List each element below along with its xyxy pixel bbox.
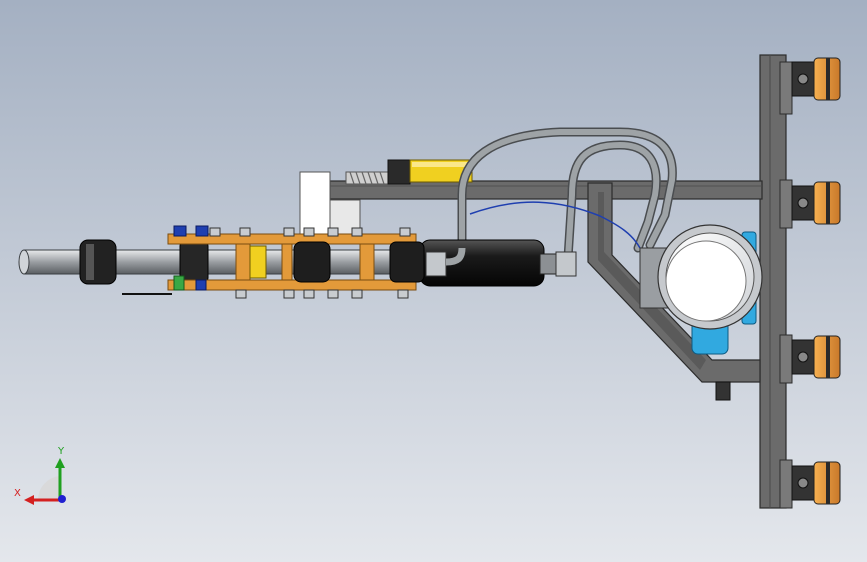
shaft-collar[interactable] xyxy=(79,239,117,285)
caster-wheel-1[interactable] xyxy=(791,57,841,101)
hydraulic-hose-lower[interactable] xyxy=(563,140,661,263)
blue-cable[interactable] xyxy=(469,201,641,249)
spring-valve[interactable] xyxy=(345,159,473,185)
caster-wheel-4[interactable] xyxy=(791,461,841,505)
hydraulic-cylinder[interactable] xyxy=(419,239,577,287)
fastener-cluster xyxy=(122,225,209,295)
hydraulic-hose-upper[interactable] xyxy=(457,127,677,263)
axis-label-y: Y xyxy=(57,446,65,457)
coordinate-axes-icon xyxy=(24,458,66,505)
axis-label-x: X xyxy=(14,488,21,499)
clevis-blocks[interactable] xyxy=(293,241,425,283)
vertical-frame[interactable] xyxy=(759,54,793,509)
upright-plate[interactable] xyxy=(299,171,331,237)
orange-linkage[interactable] xyxy=(167,233,417,291)
caster-wheel-3[interactable] xyxy=(791,335,841,379)
caster-wheel-2[interactable] xyxy=(791,181,841,225)
electric-motor[interactable] xyxy=(639,224,763,355)
bolts xyxy=(209,227,411,299)
hose-fitting-left[interactable] xyxy=(425,247,466,277)
